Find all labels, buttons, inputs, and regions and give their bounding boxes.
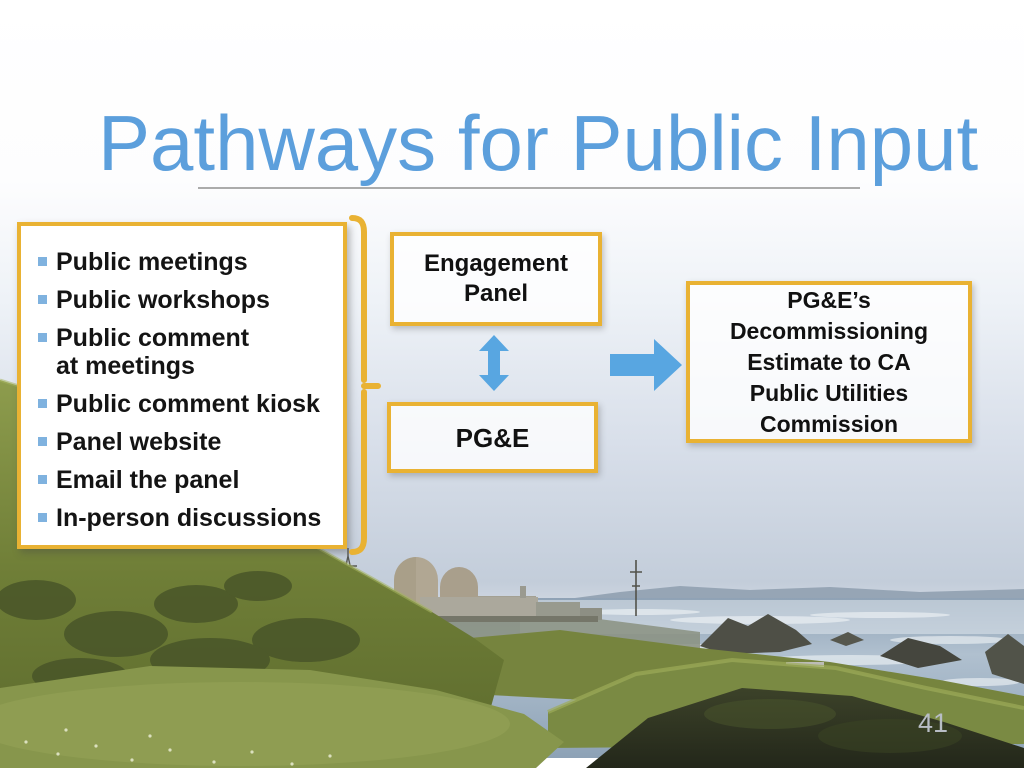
two-way-arrow-icon [479,335,509,391]
right-arrow-icon [610,339,682,391]
engagement-panel-label: Engagement Panel [423,250,569,307]
list-item: Panel website [21,428,343,456]
list-item-label: Public meetings [56,248,248,276]
title-underline [198,187,860,189]
bullet-square-icon [38,513,47,522]
coastal-rocks [700,614,812,654]
list-item-label: Email the panel [56,466,240,494]
pge-box: PG&E [387,402,598,473]
bullet-square-icon [38,333,47,342]
outcome-box: PG&E’s Decommissioning Estimate to CA Pu… [686,281,972,443]
bullet-square-icon [38,257,47,266]
slide-title: Pathways for Public Input [98,99,979,187]
grass-flowers [24,728,332,766]
list-item-label: Public workshops [56,286,270,314]
public-input-list: Public meetings Public workshops Public … [21,248,343,532]
bullet-square-icon [38,399,47,408]
bullet-square-icon [38,295,47,304]
list-item: Email the panel [21,466,343,494]
list-item-label: Public comment at meetings [56,324,250,380]
outcome-label: PG&E’s Decommissioning Estimate to CA Pu… [729,286,929,437]
list-item-label: Public comment kiosk [56,390,320,418]
engagement-panel-box: Engagement Panel [390,232,602,326]
antenna-mast [630,560,642,616]
list-item: Public comment at meetings [21,324,343,380]
list-item-label: Panel website [56,428,222,456]
list-item: Public workshops [21,286,343,314]
list-item: Public comment kiosk [21,390,343,418]
list-item-label: In-person discussions [56,504,322,532]
bullet-square-icon [38,437,47,446]
brace-icon [349,215,381,555]
page-number: 41 [917,708,949,738]
distant-headland [560,586,1024,601]
public-input-list-box: Public meetings Public workshops Public … [17,222,347,549]
list-item: Public meetings [21,248,343,276]
bullet-square-icon [38,475,47,484]
pge-label: PG&E [455,422,530,453]
list-item: In-person discussions [21,504,343,532]
hill-bushes [0,571,360,694]
